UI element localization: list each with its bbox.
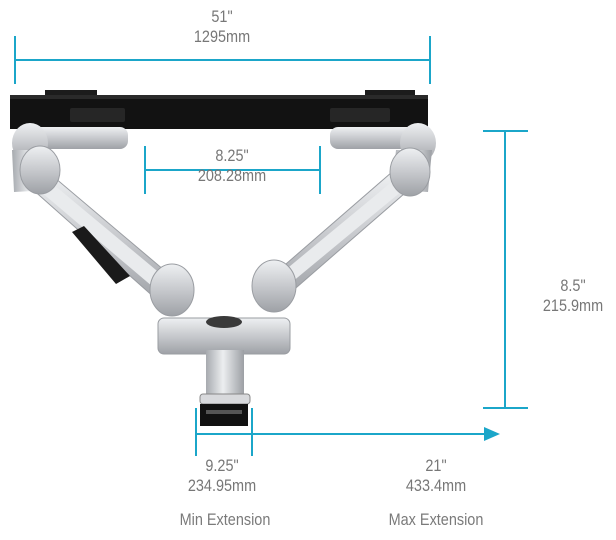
min-extension-label: 9.25" 234.95mm — [187, 456, 257, 495]
height-label: 8.5" 215.9mm — [542, 276, 604, 315]
center-hub — [157, 316, 291, 426]
monitor-bar — [10, 90, 428, 129]
left-arm — [12, 123, 195, 317]
min-extension-caption: Min Extension — [179, 510, 271, 529]
dimension-lines — [14, 36, 528, 456]
total-width-label: 51" 1295mm — [193, 7, 251, 46]
vesa-gap-label: 8.25" 208.28mm — [197, 146, 267, 185]
max-extension-caption: Max Extension — [388, 510, 484, 529]
max-extension-arrow — [484, 427, 500, 441]
max-extension-label: 21" 433.4mm — [405, 456, 467, 495]
right-arm — [251, 123, 436, 313]
